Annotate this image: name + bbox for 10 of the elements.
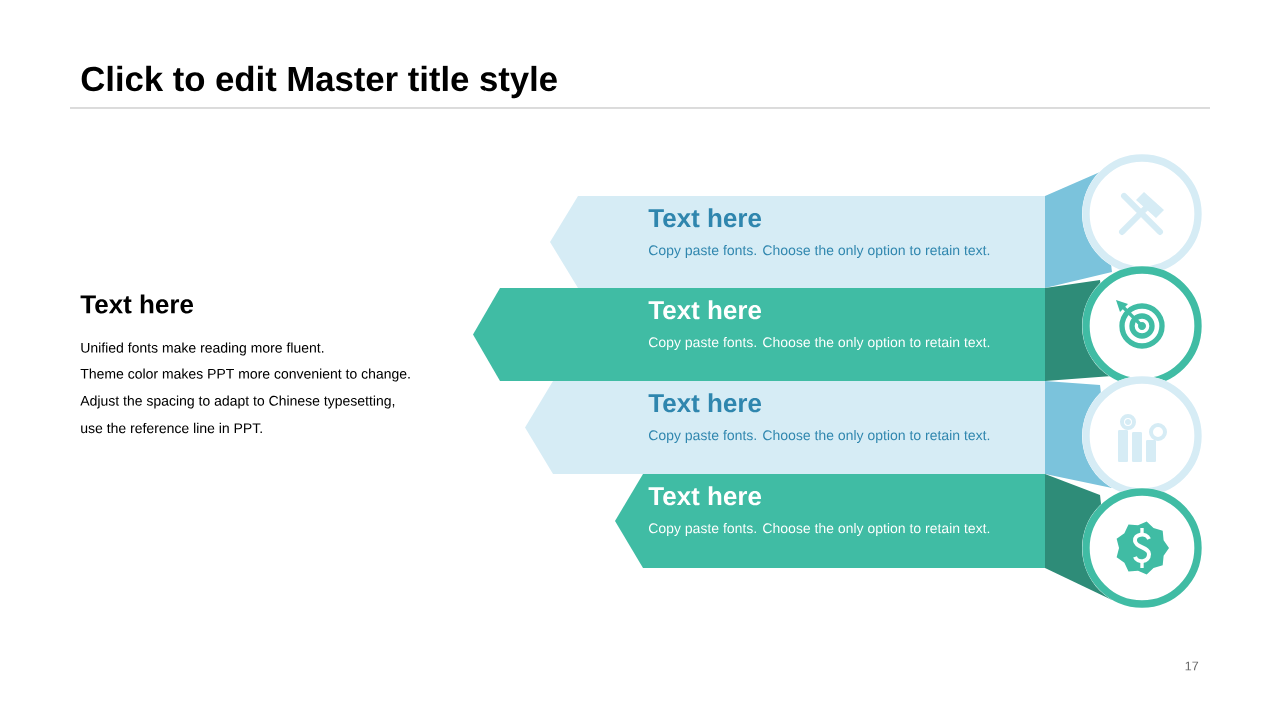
page-number: 17 xyxy=(1185,661,1199,671)
paragraph-line: Theme color makes PPT more convenient to change. xyxy=(80,368,410,382)
heading: Text here xyxy=(80,294,194,314)
arrow-banner: Text here Copy paste fonts. Choose the only option to retain text. xyxy=(550,172,1112,288)
arrow-banner: Text here Copy paste fonts. Choose the only option to retain text. xyxy=(615,474,1112,600)
arrow-banner: Text here Copy paste fonts. Choose the only option to retain text. xyxy=(473,280,1112,381)
title: Click to edit Master title style xyxy=(81,65,557,99)
paragraph-line: use the reference line in PPT. xyxy=(81,422,262,434)
paragraph-line: Unified fonts make reading more fluent. xyxy=(81,342,324,356)
paragraph-line: Adjust the spacing to adapt to Chinese typesetting, xyxy=(80,395,395,409)
